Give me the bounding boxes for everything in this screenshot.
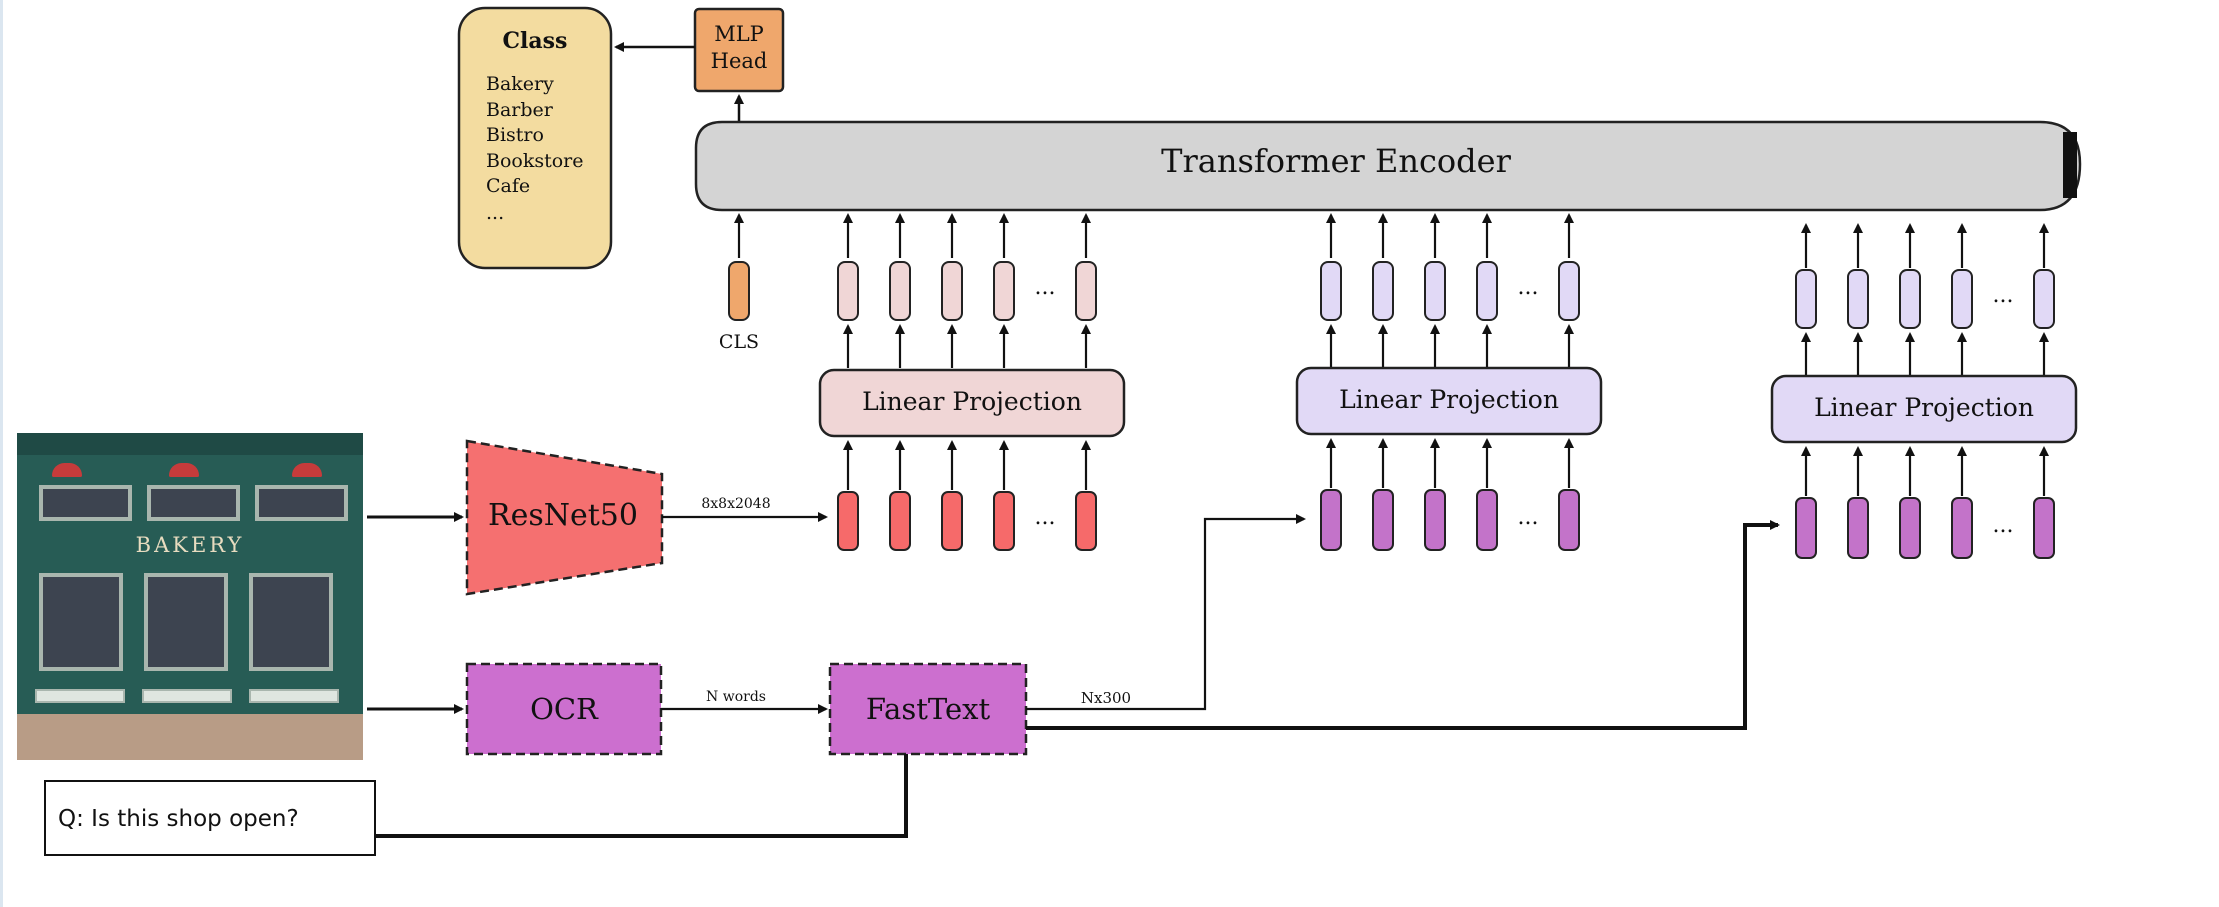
question-to-fasttext-connector	[376, 754, 908, 838]
upper-window-left	[39, 485, 132, 521]
question-embedding-token	[1847, 269, 1869, 329]
shop-window-middle	[144, 573, 228, 671]
question-feature-group: ...	[1795, 446, 2055, 559]
linear-projection-visual	[818, 368, 1126, 438]
storefront-top-trim	[17, 433, 363, 455]
ocr-feature-token	[1558, 489, 1580, 551]
linear-projection-question-label: Linear Projection	[1814, 393, 2034, 422]
question-feature-token	[1847, 497, 1869, 559]
ellipsis: ...	[1035, 505, 1056, 530]
ellipsis: ...	[1993, 283, 2014, 308]
left-border	[0, 0, 3, 907]
transformer-encoder-label: Transformer Encoder	[1161, 142, 1511, 180]
ocr-embedding-group: ...	[1320, 213, 1580, 368]
mlp-head-box	[693, 7, 785, 93]
linear-projection-ocr-label: Linear Projection	[1339, 385, 1559, 414]
ocr-block	[465, 662, 663, 756]
base-panel-left	[35, 689, 125, 703]
lamp-middle	[169, 463, 199, 477]
ocr-embedding-token	[1320, 261, 1342, 321]
ellipsis: ...	[1518, 505, 1539, 530]
resnet50-block	[465, 439, 664, 596]
ocr-feature-token	[1476, 489, 1498, 551]
ocr-embedding-token	[1476, 261, 1498, 321]
fasttext-output-dims: Nx300	[1081, 689, 1131, 707]
visual-embedding-token	[837, 261, 859, 321]
ocr-label: OCR	[530, 692, 599, 726]
question-feature-token	[1795, 497, 1817, 559]
storefront-image: BAKERY	[17, 433, 363, 760]
bakery-sign: BAKERY	[135, 533, 245, 557]
ellipsis: ...	[1035, 275, 1056, 300]
linear-projection-visual-label: Linear Projection	[862, 387, 1082, 416]
question-feature-token	[2033, 497, 2055, 559]
question-embedding-token	[2033, 269, 2055, 329]
mlp-head-line2: Head	[711, 49, 768, 73]
question-box: Q: Is this shop open?	[44, 780, 376, 856]
ocr-feature-token	[1320, 489, 1342, 551]
fasttext-to-question-features-arrow	[1026, 520, 1780, 730]
fasttext-label: FastText	[866, 692, 991, 726]
mlp-head-line1: MLP	[714, 22, 764, 46]
class-item-cafe: Cafe	[486, 175, 530, 197]
sidewalk	[17, 714, 363, 760]
visual-feature-token	[993, 491, 1015, 551]
visual-feature-token	[1075, 491, 1097, 551]
question-embedding-token	[1951, 269, 1973, 329]
class-item-bookstore: Bookstore	[486, 150, 584, 172]
ocr-feature-token	[1424, 489, 1446, 551]
visual-embedding-token	[993, 261, 1015, 321]
ocr-output-label: N words	[706, 689, 766, 705]
ocr-embedding-token	[1558, 261, 1580, 321]
class-title: Class	[503, 28, 568, 54]
visual-feature-token	[889, 491, 911, 551]
ocr-feature-token	[1372, 489, 1394, 551]
shop-window-right	[249, 573, 333, 671]
linear-projection-question	[1770, 374, 2078, 444]
resnet-output-dims: 8x8x2048	[701, 496, 770, 512]
cls-label: CLS	[719, 331, 759, 353]
question-embedding-token	[1795, 269, 1817, 329]
ellipsis: ...	[1993, 513, 2014, 538]
question-text: Q: Is this shop open?	[58, 806, 299, 832]
visual-embedding-token	[889, 261, 911, 321]
cls-token	[728, 261, 750, 321]
upper-window-middle	[147, 485, 240, 521]
resnet50-label: ResNet50	[488, 498, 638, 533]
class-item-bistro: Bistro	[486, 124, 544, 146]
question-embedding-group: ...	[1795, 223, 2055, 376]
fasttext-to-ocr-features-arrow	[1026, 514, 1306, 711]
base-panel-middle	[142, 689, 232, 703]
linear-projection-ocr	[1295, 366, 1603, 436]
visual-embedding-token	[941, 261, 963, 321]
ocr-feature-group: ...	[1320, 438, 1580, 551]
question-feature-token	[1899, 497, 1921, 559]
class-box	[457, 6, 613, 270]
base-panel-right	[249, 689, 339, 703]
lamp-right	[292, 463, 322, 477]
transformer-encoder-edge	[2063, 132, 2077, 198]
class-item-barber: Barber	[486, 99, 554, 121]
question-embedding-token	[1899, 269, 1921, 329]
upper-window-right	[255, 485, 348, 521]
visual-feature-token	[941, 491, 963, 551]
visual-embedding-token	[1075, 261, 1097, 321]
fasttext-block	[828, 662, 1028, 756]
visual-embedding-group: ...	[837, 213, 1097, 368]
shop-window-left	[39, 573, 123, 671]
question-feature-token	[1951, 497, 1973, 559]
class-item-more: ...	[486, 202, 504, 224]
visual-feature-token	[837, 491, 859, 551]
visual-feature-group: ...	[837, 440, 1097, 551]
ellipsis: ...	[1518, 275, 1539, 300]
class-item-bakery: Bakery	[486, 73, 554, 95]
ocr-embedding-token	[1424, 261, 1446, 321]
ocr-embedding-token	[1372, 261, 1394, 321]
lamp-left	[52, 463, 82, 477]
